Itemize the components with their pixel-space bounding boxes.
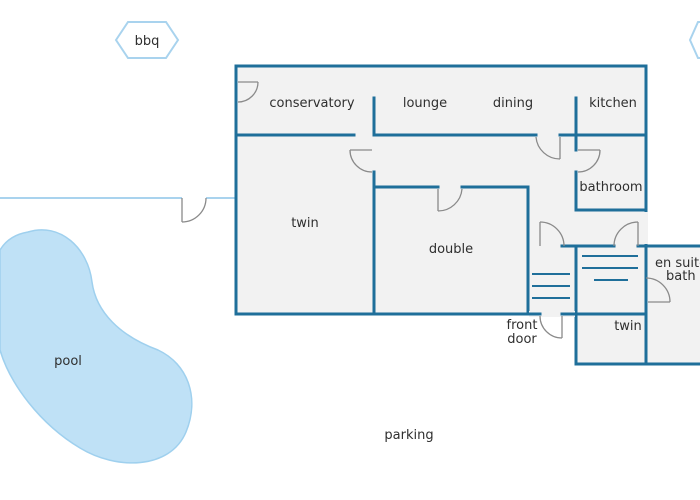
stair-door-left[interactable] <box>539 221 565 247</box>
bathroom-door[interactable] <box>577 149 601 173</box>
bathroom-label: bathroom <box>579 180 642 195</box>
kitchen-door[interactable] <box>535 136 561 160</box>
twin-right-door[interactable] <box>613 221 639 247</box>
stairs-left <box>532 273 570 299</box>
kitchen-label: kitchen <box>589 96 637 111</box>
gate-door[interactable] <box>181 197 207 223</box>
pool-label: pool <box>54 354 82 369</box>
en-suite-bath-label: bath <box>666 269 696 284</box>
stairs-right <box>582 255 638 281</box>
en-suite-door[interactable] <box>645 277 671 303</box>
bbq-label: bbq <box>135 34 160 49</box>
double-label: double <box>429 242 473 257</box>
front-door[interactable] <box>539 315 563 339</box>
offscreen-hexagon <box>688 21 700 59</box>
house-walls <box>234 64 700 366</box>
parking-label: parking <box>384 428 433 443</box>
dining-label: dining <box>493 96 533 111</box>
twin-left-door[interactable] <box>349 149 373 173</box>
double-door[interactable] <box>437 188 463 212</box>
front-door-label: front <box>507 318 538 333</box>
front-door-label-line2: door <box>507 332 537 347</box>
lounge-label: lounge <box>403 96 447 111</box>
conservatory-door[interactable] <box>237 81 259 103</box>
bbq-area: bbq <box>114 21 180 59</box>
twin-right-label: twin <box>614 319 642 334</box>
twin-left-label: twin <box>291 216 319 231</box>
house-floor <box>236 66 700 364</box>
pool-shape <box>0 229 193 464</box>
conservatory-label: conservatory <box>269 96 355 111</box>
en-suite-label: en suite <box>655 256 700 271</box>
